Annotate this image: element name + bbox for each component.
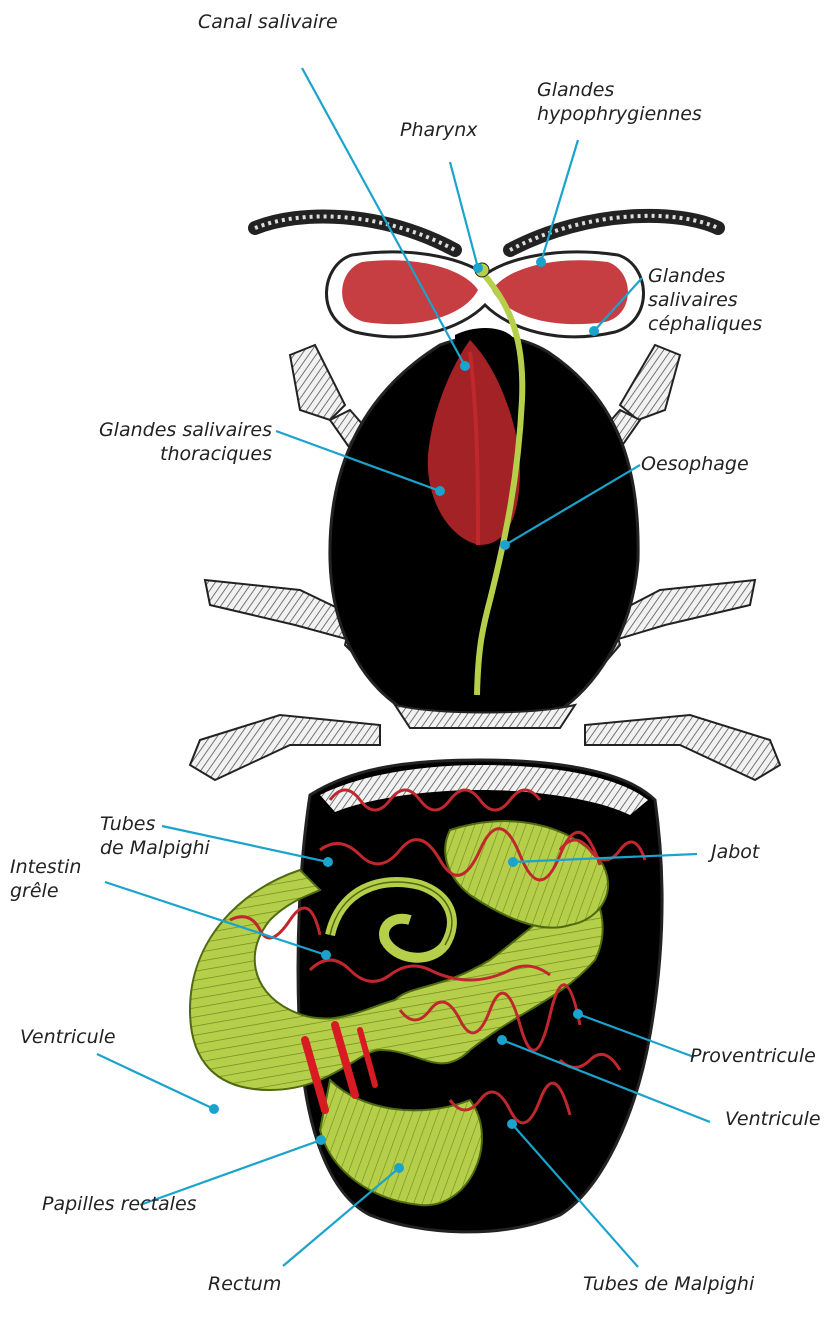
label-glandes-salivaires-cephaliques: Glandes salivaires céphaliques (648, 264, 762, 336)
label-proventricule: Proventricule (690, 1044, 816, 1068)
label-intestin-grele: Intestin grêle (10, 855, 81, 903)
label-glandes-salivaires-thoraciques: Glandes salivaires thoraciques (60, 418, 272, 466)
thorax (330, 328, 638, 725)
label-canal-salivaire: Canal salivaire (198, 10, 338, 34)
label-oesophage: Oesophage (641, 452, 749, 476)
label-papilles-rectales: Papilles rectales (42, 1192, 197, 1216)
label-ventricule-left: Ventricule (20, 1025, 116, 1049)
label-rectum: Rectum (208, 1272, 281, 1296)
label-ventricule-right: Ventricule (725, 1107, 821, 1131)
label-pharynx: Pharynx (400, 118, 477, 142)
antennae (255, 216, 718, 250)
label-tubes-malpighi-top: Tubes de Malpighi (100, 812, 210, 860)
label-tubes-malpighi-bottom: Tubes de Malpighi (583, 1272, 754, 1296)
label-jabot: Jabot (711, 840, 759, 864)
label-glandes-hypophrygiennes: Glandes hypophrygiennes (537, 78, 702, 126)
